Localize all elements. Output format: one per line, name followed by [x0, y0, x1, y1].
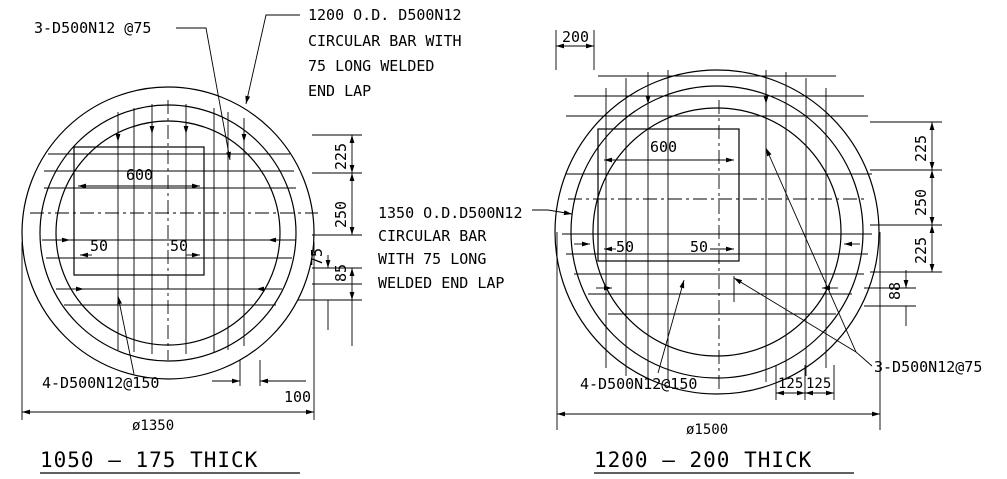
svg-text:WITH 75 LONG: WITH 75 LONG [378, 250, 486, 268]
right-dim-200-label: 200 [562, 28, 589, 46]
svg-text:CIRCULAR BAR WITH: CIRCULAR BAR WITH [308, 32, 462, 50]
right-opening [597, 128, 740, 262]
left-note-leader [245, 14, 300, 105]
right-edge-left-label: 50 [616, 238, 634, 256]
right-opening-width-label: 600 [650, 138, 677, 156]
left-bar-ticks [56, 122, 282, 292]
middle-note-leader [532, 209, 573, 216]
left-title: 1050 – 175 THICK [40, 448, 258, 472]
right-ring-bar-outer [570, 85, 864, 379]
left-note: 1200 O.D. D500N12 CIRCULAR BAR WITH 75 L… [308, 6, 462, 100]
left-edge-right-label: 50 [170, 237, 188, 255]
right-diameter-label: ø1500 [686, 422, 728, 438]
right-bar-leader-1 [765, 147, 873, 367]
right-dim-225a-label: 225 [912, 135, 930, 162]
right-bar-leader-bottom [657, 279, 685, 374]
left-dim-100-label: 100 [284, 388, 311, 406]
left-vertical-bars [117, 104, 245, 354]
right-bar-leader-2 [733, 277, 857, 353]
right-dim-125b-label: 125 [806, 376, 831, 392]
svg-text:WELDED END LAP: WELDED END LAP [378, 274, 504, 292]
right-dim-88-label: 88 [886, 282, 904, 300]
left-diameter-label: ø1350 [132, 418, 174, 434]
right-bar-label-right: 3-D500N12@75 [874, 358, 982, 376]
right-dim-225b-label: 225 [912, 237, 930, 264]
left-opening-width-label: 600 [126, 166, 153, 184]
left-horizontal-bars [42, 153, 296, 306]
middle-note: 1350 O.D.D500N12 CIRCULAR BAR WITH 75 LO… [378, 204, 573, 292]
left-dim-85-label: 85 [332, 264, 350, 282]
right-horizontal-bars [562, 75, 872, 315]
left-detail: 600 50 50 225 250 75 85 3-D500N12 @75 12… [21, 6, 462, 474]
svg-text:CIRCULAR BAR: CIRCULAR BAR [378, 227, 487, 245]
right-title: 1200 – 200 THICK [594, 448, 812, 472]
left-bar-leader-bottom [117, 295, 135, 375]
svg-text:75 LONG WELDED: 75 LONG WELDED [308, 57, 434, 75]
right-detail: 200 600 50 50 225 250 225 88 3-D500N12@7… [554, 28, 982, 474]
left-edge-left-label: 50 [90, 237, 108, 255]
left-dim-250-label: 250 [332, 201, 350, 228]
right-outer-circle [554, 69, 880, 395]
left-bar-label-bottom: 4-D500N12@150 [42, 374, 159, 392]
svg-text:1350 O.D.D500N12: 1350 O.D.D500N12 [378, 204, 523, 222]
right-edge-right-label: 50 [690, 238, 708, 256]
right-bar-ticks [574, 90, 860, 291]
right-bar-label-bottom: 4-D500N12@150 [580, 375, 697, 393]
svg-text:END LAP: END LAP [308, 82, 371, 100]
left-dim-225-label: 225 [332, 143, 350, 170]
left-dim-75-label: 75 [308, 248, 326, 266]
right-ring-bar-inner [592, 107, 842, 357]
left-opening [73, 146, 205, 276]
left-outer-circle [21, 86, 315, 380]
left-bar-leader-top [176, 27, 231, 161]
right-dim-250-label: 250 [912, 189, 930, 216]
left-bar-label-top: 3-D500N12 @75 [34, 19, 151, 37]
svg-text:1200 O.D. D500N12: 1200 O.D. D500N12 [308, 6, 462, 24]
right-dim-125a-label: 125 [778, 376, 803, 392]
right-vertical-bars [605, 70, 827, 382]
